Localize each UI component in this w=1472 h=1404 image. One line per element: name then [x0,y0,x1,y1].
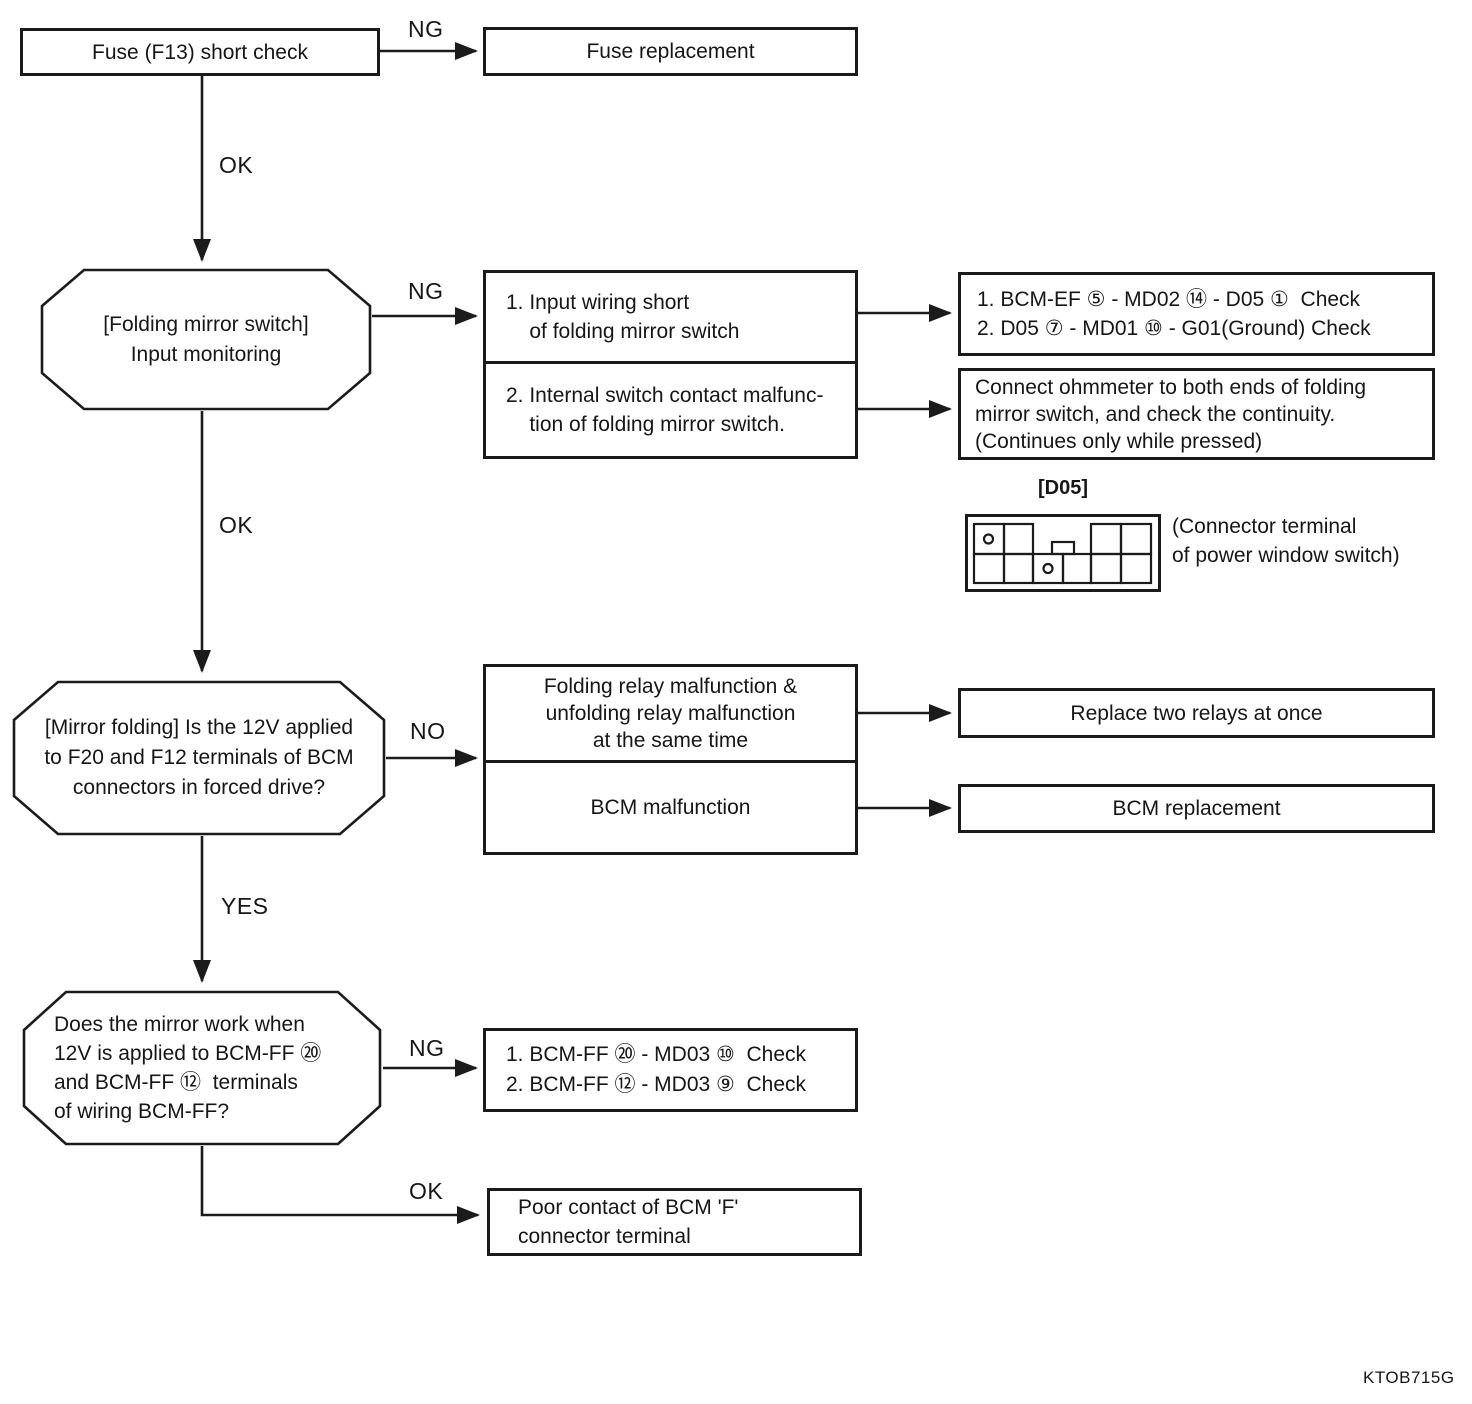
arrow-ok-to-poor-contact [200,1146,480,1224]
cause-internal-switch-label: 2. Internal switch contact malfunc- tion… [506,384,824,436]
cause-bcm-malfunction: BCM malfunction [486,763,855,852]
edge-label-ng-3: NG [409,1035,445,1061]
node-mirror-folding-question: [Mirror folding] Is the 12V applied to F… [12,680,386,836]
node-mirror-work-question: Does the mirror work when 12V is applied… [22,990,382,1146]
d05-connector-diagram [965,514,1161,592]
d05-title: [D05] [1037,477,1088,499]
octagon-shape [40,268,372,411]
node-bcm-replacement-label: BCM replacement [1112,797,1281,820]
node-check-bcm-ff: 1. BCM-FF ⑳ - MD03 ⑩ Check 2. BCM-FF ⑫ -… [483,1028,858,1112]
node-check-bcm-ef-label: 1. BCM-EF ⑤ - MD02 ⑭ - D05 ① Check 2. D0… [977,288,1371,340]
cause-input-wiring-short-label: 1. Input wiring short of folding mirror … [506,291,740,343]
node-fuse-replacement-label: Fuse replacement [586,40,755,63]
node-causes-mirror-folding: Folding relay malfunction & unfolding re… [483,664,858,855]
edge-label-ok-2: OK [219,512,254,538]
node-mirror-work-question-label: Does the mirror work when 12V is applied… [54,1013,322,1123]
node-ohmmeter-note: Connect ohmmeter to both ends of folding… [958,368,1435,460]
node-input-monitoring-label: [Folding mirror switch] Input monitoring [103,312,309,366]
node-input-monitoring: [Folding mirror switch] Input monitoring [40,268,372,411]
node-causes-input-monitoring: 1. Input wiring short of folding mirror … [483,270,858,459]
node-fuse-replacement: Fuse replacement [483,27,858,76]
node-poor-contact: Poor contact of BCM 'F' connector termin… [487,1188,862,1256]
edge-label-yes-1: YES [221,893,269,919]
node-replace-relays: Replace two relays at once [958,688,1435,738]
node-fuse-short-check-label: Fuse (F13) short check [92,40,308,64]
edge-label-no-1: NO [410,718,446,744]
node-ohmmeter-note-label: Connect ohmmeter to both ends of folding… [975,375,1367,453]
d05-caption: (Connector terminal of power window swit… [1172,515,1400,567]
cause-input-wiring-short: 1. Input wiring short of folding mirror … [486,273,855,364]
edge-label-ok-3: OK [409,1178,444,1204]
node-bcm-replacement: BCM replacement [958,784,1435,833]
octagon-shape [22,990,382,1146]
node-poor-contact-label: Poor contact of BCM 'F' connector termin… [518,1196,739,1248]
figure-code: KTOB715G [1363,1368,1455,1387]
node-replace-relays-label: Replace two relays at once [1070,701,1323,725]
cause-internal-switch: 2. Internal switch contact malfunc- tion… [486,364,855,456]
node-check-bcm-ff-label: 1. BCM-FF ⑳ - MD03 ⑩ Check 2. BCM-FF ⑫ -… [506,1043,807,1096]
node-check-bcm-ef: 1. BCM-EF ⑤ - MD02 ⑭ - D05 ① Check 2. D0… [958,272,1435,356]
node-fuse-short-check: Fuse (F13) short check [20,28,380,76]
node-mirror-folding-question-label: [Mirror folding] Is the 12V applied to F… [44,716,354,799]
octagon-shape [12,680,386,836]
edge-label-ng-1: NG [408,16,444,42]
edge-label-ok-1: OK [219,152,254,178]
cause-relay-malfunction-label: Folding relay malfunction & unfolding re… [543,675,798,752]
edge-label-ng-2: NG [408,278,444,304]
cause-bcm-malfunction-label: BCM malfunction [590,796,751,819]
cause-relay-malfunction: Folding relay malfunction & unfolding re… [486,667,855,763]
